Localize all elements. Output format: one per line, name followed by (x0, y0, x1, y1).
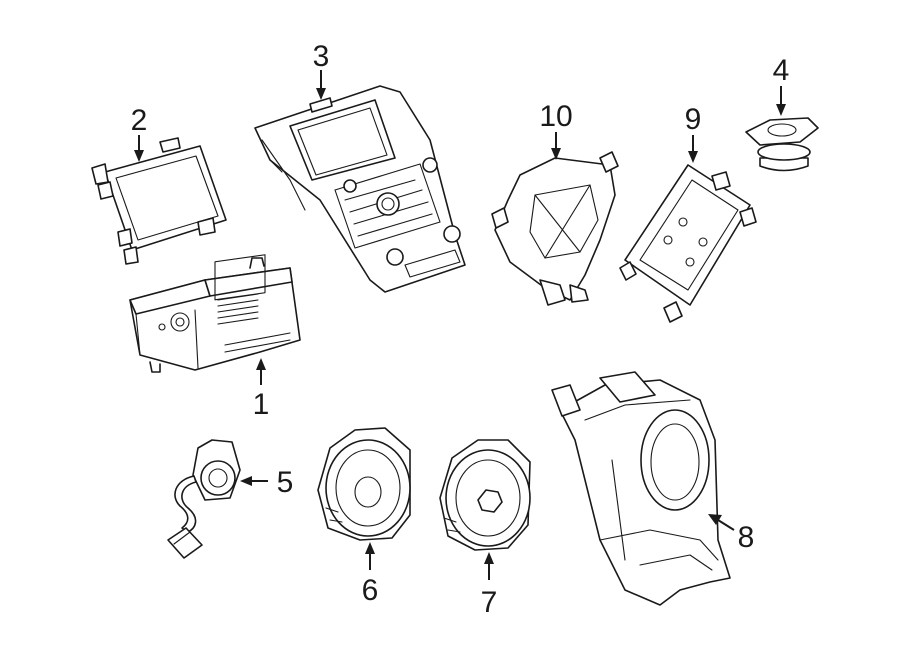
callout-9-number: 9 (685, 103, 702, 136)
callout-1-number: 1 (253, 388, 270, 421)
part-1-radio-receiver[interactable] (129, 254, 301, 373)
callout-1: 1 (253, 358, 270, 421)
part-7-speaker[interactable] (439, 439, 531, 551)
callout-10-number: 10 (539, 100, 572, 133)
callout-10: 10 (539, 100, 573, 160)
callout-9: 9 (685, 103, 702, 163)
part-3-center-control-panel[interactable] (254, 85, 466, 293)
callout-7: 7 (481, 552, 498, 619)
callout-6: 6 (362, 542, 379, 607)
part-6-speaker[interactable] (317, 427, 411, 541)
part-2-display-screen[interactable] (91, 137, 227, 265)
part-10-bracket-module[interactable] (491, 151, 619, 306)
part-8-subwoofer-enclosure[interactable] (551, 371, 731, 606)
control-panel-buttons (334, 157, 461, 278)
part-5-microphone[interactable] (167, 439, 241, 559)
callout-2-number: 2 (131, 104, 148, 137)
callout-3: 3 (313, 40, 330, 100)
callout-2: 2 (131, 104, 148, 162)
callout-6-number: 6 (362, 574, 379, 607)
callout-7-number: 7 (481, 586, 498, 619)
callout-8: 8 (708, 514, 754, 554)
part-4-knob-spacer[interactable] (745, 117, 819, 172)
callout-5-number: 5 (277, 466, 294, 499)
callout-5: 5 (240, 466, 293, 499)
callout-3-number: 3 (313, 40, 330, 73)
callout-8-number: 8 (738, 521, 755, 554)
part-9-control-module[interactable] (619, 164, 757, 323)
callout-4: 4 (773, 54, 790, 116)
callout-4-number: 4 (773, 54, 790, 87)
